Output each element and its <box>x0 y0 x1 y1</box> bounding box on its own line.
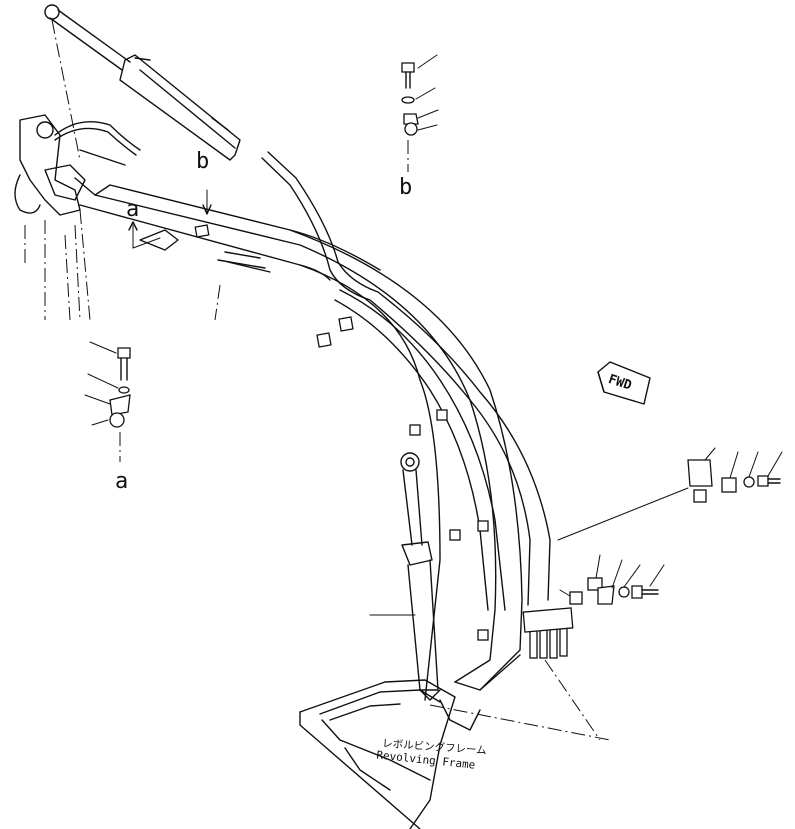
hose-left <box>54 121 141 166</box>
ref-label-a-left: a <box>115 469 128 494</box>
pipe-end-fittings <box>522 607 601 741</box>
boom-cylinder-lower <box>400 452 441 701</box>
bolt-set-right-upper <box>557 447 783 541</box>
fwd-label: FWD <box>606 372 633 394</box>
forward-arrow: FWD <box>597 361 651 405</box>
leader-lines <box>128 189 416 616</box>
hose-pipe-right <box>261 151 551 611</box>
boom <box>74 177 523 731</box>
ref-label-a-boom: a <box>126 197 139 222</box>
ref-label-b-boom: b <box>196 149 209 174</box>
pipe-clamps <box>139 224 489 641</box>
bolt-set-right-lower <box>559 554 665 605</box>
bolt-set-b <box>401 54 439 172</box>
ref-label-b-top: b <box>399 175 412 200</box>
revolving-frame <box>299 679 611 829</box>
boom-foot-bracket <box>14 114 86 321</box>
boom-cylinder-upper <box>44 4 241 161</box>
bolt-set-a <box>84 341 131 462</box>
